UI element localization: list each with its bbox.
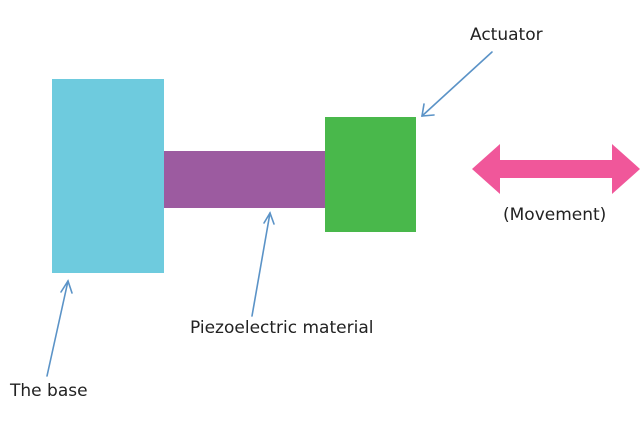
movement-label: (Movement) [503,205,606,225]
piezoelectric-material-label: Piezoelectric material [190,318,373,338]
actuator-label: Actuator [470,25,543,45]
piezoelectric-bar [164,151,325,208]
base-label: The base [9,381,88,401]
piezo-pointer-arrow [251,211,275,317]
base-block [52,79,164,273]
base-pointer-arrow [46,279,73,377]
actuator-block [325,117,416,232]
double-headed-arrow-icon [472,144,640,194]
actuator-pointer-arrow [421,51,493,117]
